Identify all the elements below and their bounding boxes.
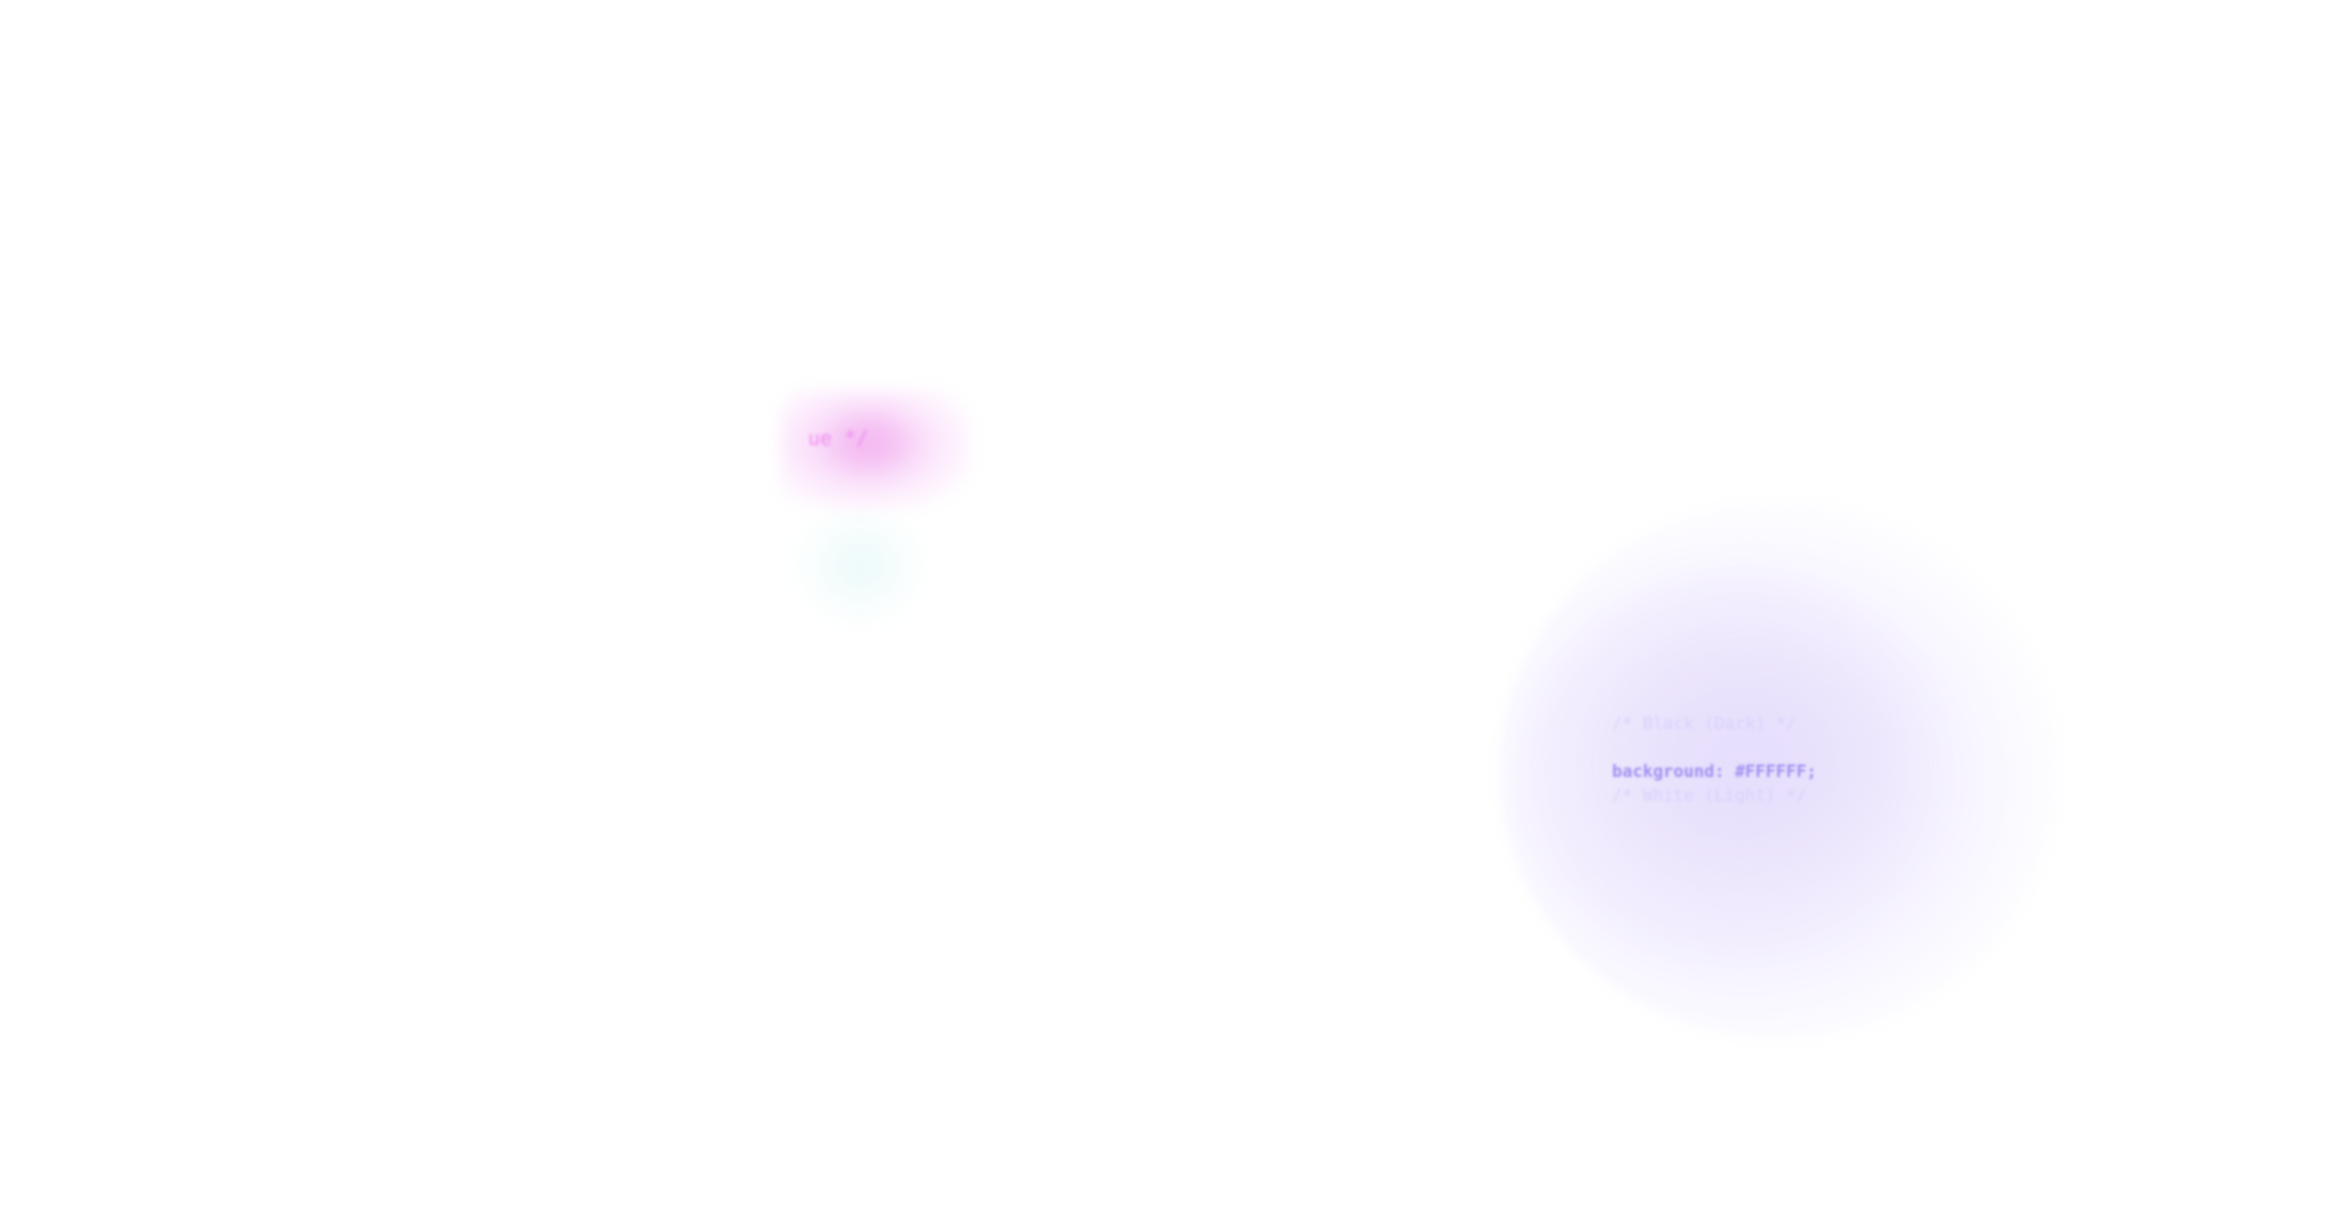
code-comment-tag: ue */ bbox=[808, 426, 869, 450]
code-snippet: /* Black (Dark) */ background: #FFFFFF; … bbox=[1612, 712, 1817, 808]
code-line-3: background: #FFFFFF; bbox=[1612, 762, 1817, 782]
code-line-4: /* White (Light) */ bbox=[1612, 786, 1807, 806]
pink-glow-core bbox=[820, 408, 920, 478]
lavender-glow-inner bbox=[1600, 640, 1900, 880]
code-line-1: /* Black (Dark) */ bbox=[1612, 714, 1797, 734]
teal-glow-decoration bbox=[790, 500, 930, 630]
